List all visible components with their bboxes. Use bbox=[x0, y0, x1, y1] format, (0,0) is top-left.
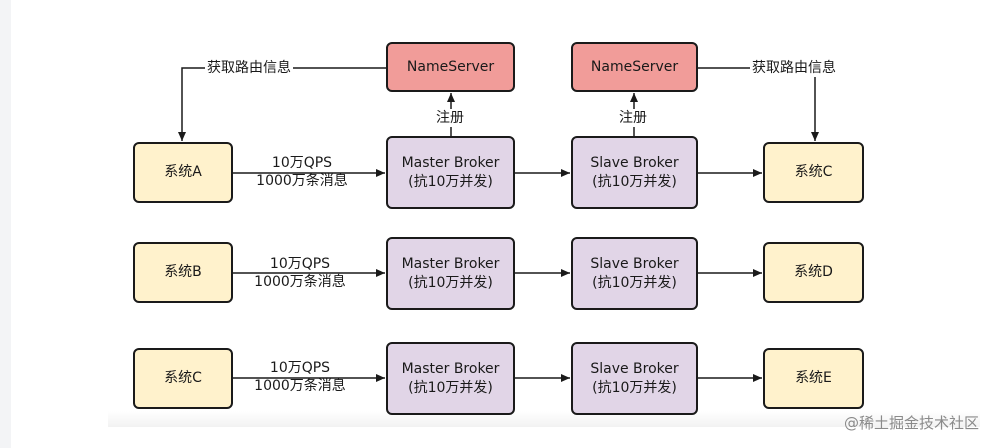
master-broker-box: Master Broker (抗10万并发) bbox=[386, 237, 515, 310]
canvas-bottom-shadow bbox=[108, 411, 980, 427]
slave-broker-box: Slave Broker (抗10万并发) bbox=[571, 136, 698, 209]
broker-capacity: (抗10万并发) bbox=[592, 274, 677, 291]
broker-capacity: (抗10万并发) bbox=[408, 274, 493, 291]
target-system-box: 系统D bbox=[763, 242, 864, 303]
qps-text: 10万QPS bbox=[269, 360, 331, 376]
target-system-label: 系统E bbox=[795, 370, 832, 386]
source-system-box: 系统C bbox=[133, 348, 233, 409]
page-left-strip bbox=[0, 0, 11, 448]
nameserver-box-right: NameServer bbox=[571, 42, 698, 92]
source-system-label: 系统B bbox=[164, 264, 202, 280]
fetch-route-connector-right bbox=[698, 67, 819, 141]
source-system-label: 系统A bbox=[164, 164, 202, 180]
fetch-route-connector-left bbox=[178, 67, 386, 141]
source-system-label: 系统C bbox=[164, 370, 202, 386]
master-broker-box: Master Broker (抗10万并发) bbox=[386, 136, 515, 209]
fetch-route-label-right: 获取路由信息 bbox=[750, 59, 838, 77]
slave-broker-box: Slave Broker (抗10万并发) bbox=[571, 237, 698, 310]
broker-capacity: (抗10万并发) bbox=[408, 379, 493, 396]
target-system-label: 系统D bbox=[794, 264, 833, 280]
register-label-right: 注册 bbox=[617, 109, 649, 127]
broker-title: Slave Broker bbox=[590, 154, 679, 171]
traffic-label: 10万QPS 1000万条消息 bbox=[246, 255, 354, 291]
qps-text: 10万QPS bbox=[271, 155, 333, 171]
broker-title: Master Broker bbox=[401, 154, 500, 171]
broker-capacity: (抗10万并发) bbox=[592, 379, 677, 396]
target-system-box: 系统C bbox=[763, 142, 864, 203]
nameserver-box-left: NameServer bbox=[386, 42, 515, 92]
slave-broker-box: Slave Broker (抗10万并发) bbox=[571, 342, 698, 415]
traffic-label: 10万QPS 1000万条消息 bbox=[246, 359, 354, 395]
target-system-box: 系统E bbox=[763, 348, 864, 409]
register-label-left: 注册 bbox=[434, 109, 466, 127]
volume-text: 1000万条消息 bbox=[254, 378, 346, 394]
broker-capacity: (抗10万并发) bbox=[408, 173, 493, 190]
nameserver-label: NameServer bbox=[590, 58, 679, 75]
master-broker-box: Master Broker (抗10万并发) bbox=[386, 342, 515, 415]
nameserver-label: NameServer bbox=[406, 58, 495, 75]
source-system-box: 系统A bbox=[133, 142, 233, 203]
fetch-route-label-left: 获取路由信息 bbox=[205, 59, 293, 77]
volume-text: 1000万条消息 bbox=[256, 173, 348, 189]
broker-capacity: (抗10万并发) bbox=[592, 173, 677, 190]
target-system-label: 系统C bbox=[794, 164, 833, 180]
watermark: @稀土掘金技术社区 bbox=[843, 414, 979, 432]
broker-title: Slave Broker bbox=[590, 360, 679, 377]
qps-text: 10万QPS bbox=[269, 256, 331, 272]
broker-title: Master Broker bbox=[401, 360, 500, 377]
traffic-label: 10万QPS 1000万条消息 bbox=[248, 154, 356, 190]
broker-title: Slave Broker bbox=[590, 255, 679, 272]
volume-text: 1000万条消息 bbox=[254, 274, 346, 290]
source-system-box: 系统B bbox=[133, 242, 233, 303]
broker-title: Master Broker bbox=[401, 255, 500, 272]
